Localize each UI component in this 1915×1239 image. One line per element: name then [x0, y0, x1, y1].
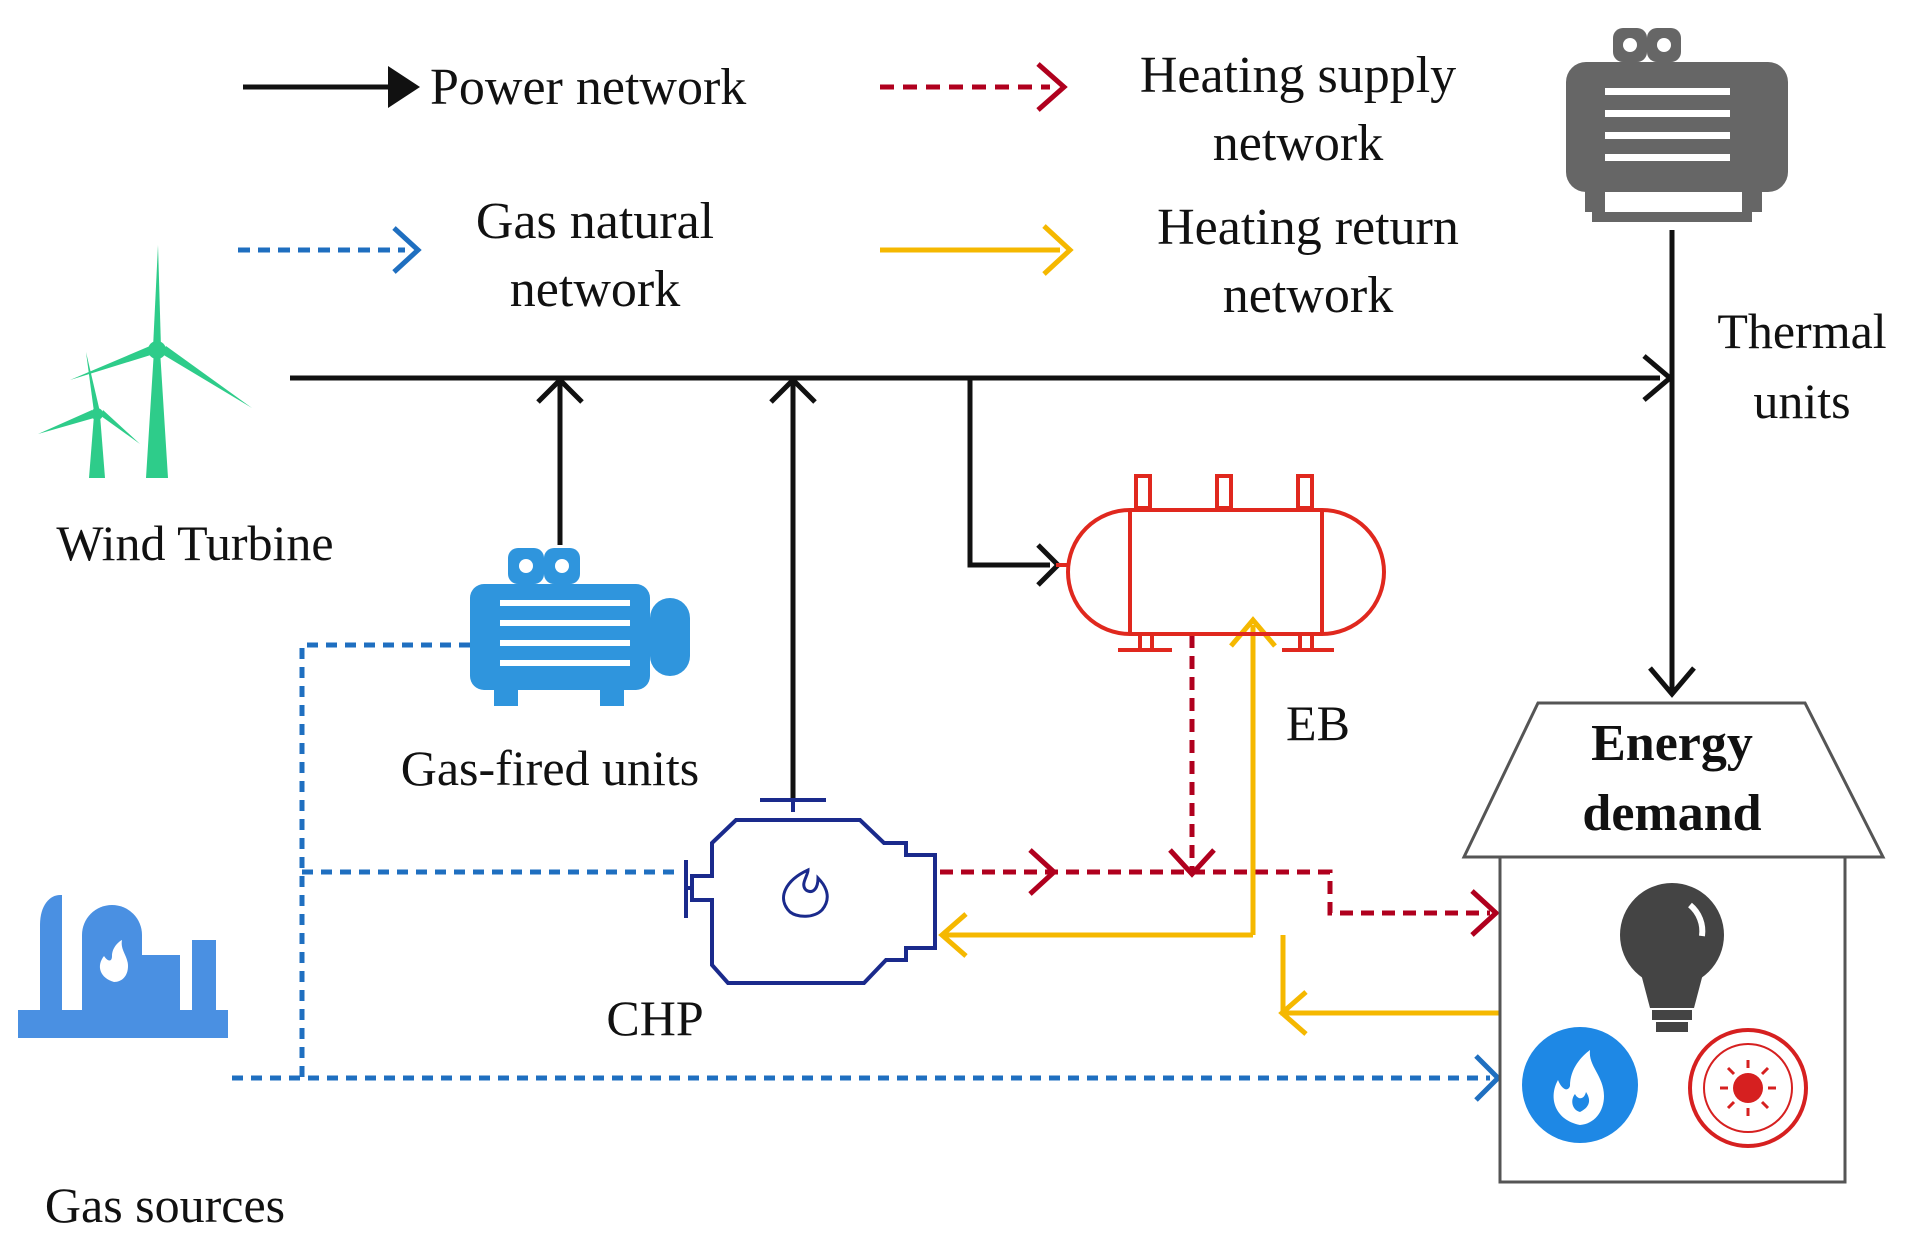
- energy-demand-house: Energy demand: [1461, 701, 1886, 1184]
- thermal-units-label-2: units: [1753, 373, 1850, 429]
- legend-gas: Gas natural network: [238, 193, 714, 318]
- engine-icon: [684, 798, 937, 985]
- legend-power-label: Power network: [430, 59, 746, 116]
- legend: Power network Heating supply network Gas…: [238, 47, 1459, 324]
- gas-fired-units-label: Gas-fired units: [401, 740, 700, 796]
- heating-supply-arrowheads: [1028, 848, 1500, 937]
- chp-label: CHP: [606, 990, 703, 1046]
- legend-heating-return-label-2: network: [1223, 267, 1393, 324]
- legend-power: Power network: [243, 59, 746, 116]
- motor-icon: [470, 548, 690, 706]
- legend-heating-supply: Heating supply network: [880, 47, 1456, 172]
- legend-heating-supply-label-1: Heating supply: [1140, 47, 1456, 104]
- legend-heating-supply-label-2: network: [1213, 115, 1383, 172]
- gas-arrowhead-demand: [1474, 1054, 1502, 1102]
- gas-sources-label: Gas sources: [45, 1177, 285, 1233]
- energy-demand-label-1: Energy: [1591, 715, 1753, 772]
- wind-turbine-label: Wind Turbine: [56, 515, 333, 571]
- gas-network: [232, 642, 1490, 1081]
- heating-supply-network: [940, 635, 1490, 916]
- legend-gas-label-2: network: [510, 261, 680, 318]
- heating-return-network: [938, 616, 1500, 1036]
- heater-icon: [1688, 1028, 1808, 1148]
- thermal-units-label-1: Thermal: [1717, 303, 1886, 359]
- legend-heating-return: Heating return network: [880, 199, 1459, 324]
- electric-boiler-icon: [1056, 474, 1386, 652]
- power-network: [290, 230, 1696, 798]
- energy-demand-label-2: demand: [1582, 785, 1761, 842]
- lightbulb-icon: [1620, 883, 1724, 1032]
- eb-label: EB: [1286, 695, 1350, 751]
- flame-icon: [1522, 1027, 1638, 1143]
- factory-icon: [18, 895, 228, 1038]
- thermal-units-icon: [1566, 28, 1788, 222]
- legend-gas-label-1: Gas natural: [476, 193, 714, 250]
- legend-heating-return-label-1: Heating return: [1157, 199, 1459, 256]
- wind-turbine-icon: [38, 245, 252, 478]
